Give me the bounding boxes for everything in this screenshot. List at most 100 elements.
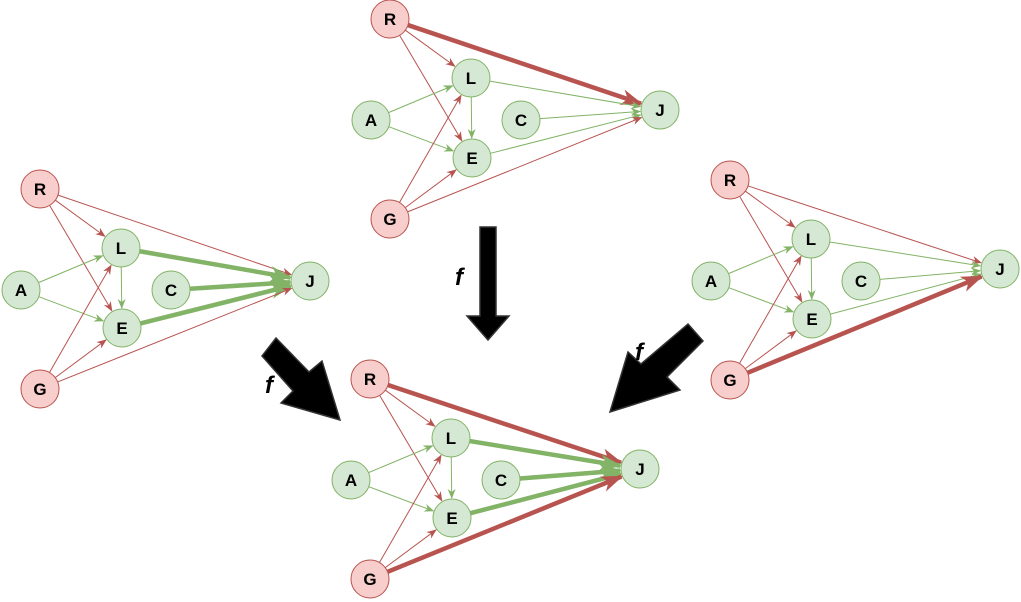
node-circle bbox=[101, 228, 141, 268]
node-circle bbox=[792, 299, 832, 339]
node-label: G bbox=[363, 570, 376, 589]
edge-R-L bbox=[385, 389, 436, 427]
node-label: R bbox=[34, 180, 46, 199]
edge-C-J bbox=[539, 108, 642, 120]
edge-R-L bbox=[55, 199, 106, 237]
transform-arrow-center: f bbox=[455, 226, 511, 342]
node-G: G bbox=[350, 559, 390, 599]
node-E: E bbox=[792, 299, 832, 339]
node-label: E bbox=[446, 509, 457, 528]
edge-G-J bbox=[407, 117, 643, 213]
node-L: L bbox=[791, 219, 831, 259]
node-label: R bbox=[364, 370, 376, 389]
node-circle bbox=[691, 261, 731, 301]
node-G: G bbox=[20, 369, 60, 409]
node-label: C bbox=[515, 111, 527, 130]
node-circle bbox=[20, 169, 60, 209]
edge-R-L bbox=[745, 190, 796, 228]
node-circle bbox=[841, 261, 881, 301]
edge-L-E bbox=[117, 266, 126, 310]
node-circle bbox=[452, 138, 492, 178]
node-J: J bbox=[620, 449, 660, 489]
edge-E-J bbox=[830, 272, 982, 315]
node-label: E bbox=[116, 319, 127, 338]
edge-G-E bbox=[54, 339, 107, 379]
edge-G-E bbox=[744, 330, 797, 370]
node-label: A bbox=[365, 111, 377, 130]
transform-arrow-right: f bbox=[608, 322, 705, 414]
edge-A-E bbox=[728, 287, 795, 313]
node-circle bbox=[151, 270, 191, 310]
edge-A-E bbox=[368, 486, 435, 512]
edge-A-E bbox=[38, 296, 105, 322]
node-label: J bbox=[635, 460, 644, 479]
edge-R-E bbox=[49, 205, 113, 312]
node-label: A bbox=[345, 471, 357, 490]
node-circle bbox=[370, 0, 410, 39]
node-circle bbox=[432, 498, 472, 538]
node-R: R bbox=[350, 359, 390, 399]
node-circle bbox=[350, 359, 390, 399]
edge-R-E bbox=[379, 395, 443, 502]
edge-C-J bbox=[879, 267, 982, 280]
node-C: C bbox=[481, 460, 521, 500]
edge-L-E bbox=[467, 96, 476, 140]
node-label: G bbox=[723, 371, 736, 390]
node-C: C bbox=[501, 100, 541, 140]
node-circle bbox=[431, 418, 471, 458]
node-label: R bbox=[384, 10, 396, 29]
edge-L-E bbox=[807, 257, 816, 301]
node-circle bbox=[481, 460, 521, 500]
edge-R-J bbox=[57, 194, 293, 276]
node-circle bbox=[980, 249, 1020, 289]
node-J: J bbox=[640, 90, 680, 130]
node-circle bbox=[710, 360, 750, 400]
node-label: A bbox=[705, 272, 717, 291]
node-J: J bbox=[290, 261, 330, 301]
edge-G-L bbox=[379, 454, 442, 563]
node-label: E bbox=[466, 149, 477, 168]
node-label: G bbox=[383, 210, 396, 229]
node-circle bbox=[451, 58, 491, 98]
edge-R-L bbox=[405, 29, 456, 67]
edge-A-L bbox=[388, 85, 454, 114]
node-E: E bbox=[432, 498, 472, 538]
node-circle bbox=[350, 559, 390, 599]
node-label: R bbox=[724, 171, 736, 190]
node-A: A bbox=[1, 270, 41, 310]
edge-A-E bbox=[388, 126, 455, 152]
edge-E-J bbox=[469, 471, 623, 516]
edge-R-J bbox=[747, 185, 982, 264]
edge-G-L bbox=[49, 264, 112, 373]
node-L: L bbox=[431, 418, 471, 458]
node-circle bbox=[640, 90, 680, 130]
node-circle bbox=[620, 449, 660, 489]
node-label: L bbox=[466, 69, 476, 88]
edge-A-L bbox=[38, 255, 104, 284]
node-label: C bbox=[855, 272, 867, 291]
node-circle bbox=[290, 261, 330, 301]
edge-R-J bbox=[407, 22, 643, 106]
edge-L-J bbox=[489, 80, 642, 110]
node-R: R bbox=[710, 160, 750, 200]
node-label: E bbox=[806, 310, 817, 329]
diagram-bottom: R L A C J E G bbox=[331, 359, 660, 599]
node-E: E bbox=[452, 138, 492, 178]
node-circle bbox=[501, 100, 541, 140]
edge-L-J bbox=[139, 249, 293, 283]
edge-L-J bbox=[469, 438, 623, 471]
edge-G-L bbox=[739, 255, 802, 364]
edge-R-E bbox=[739, 196, 803, 303]
edge-R-J bbox=[387, 382, 623, 465]
edge-G-L bbox=[399, 94, 462, 203]
edge-L-J bbox=[829, 241, 982, 269]
node-circle bbox=[102, 308, 142, 348]
node-A: A bbox=[351, 100, 391, 140]
node-A: A bbox=[691, 261, 731, 301]
edge-G-E bbox=[384, 529, 437, 569]
node-label: L bbox=[446, 429, 456, 448]
node-R: R bbox=[20, 169, 60, 209]
node-circle bbox=[1, 270, 41, 310]
